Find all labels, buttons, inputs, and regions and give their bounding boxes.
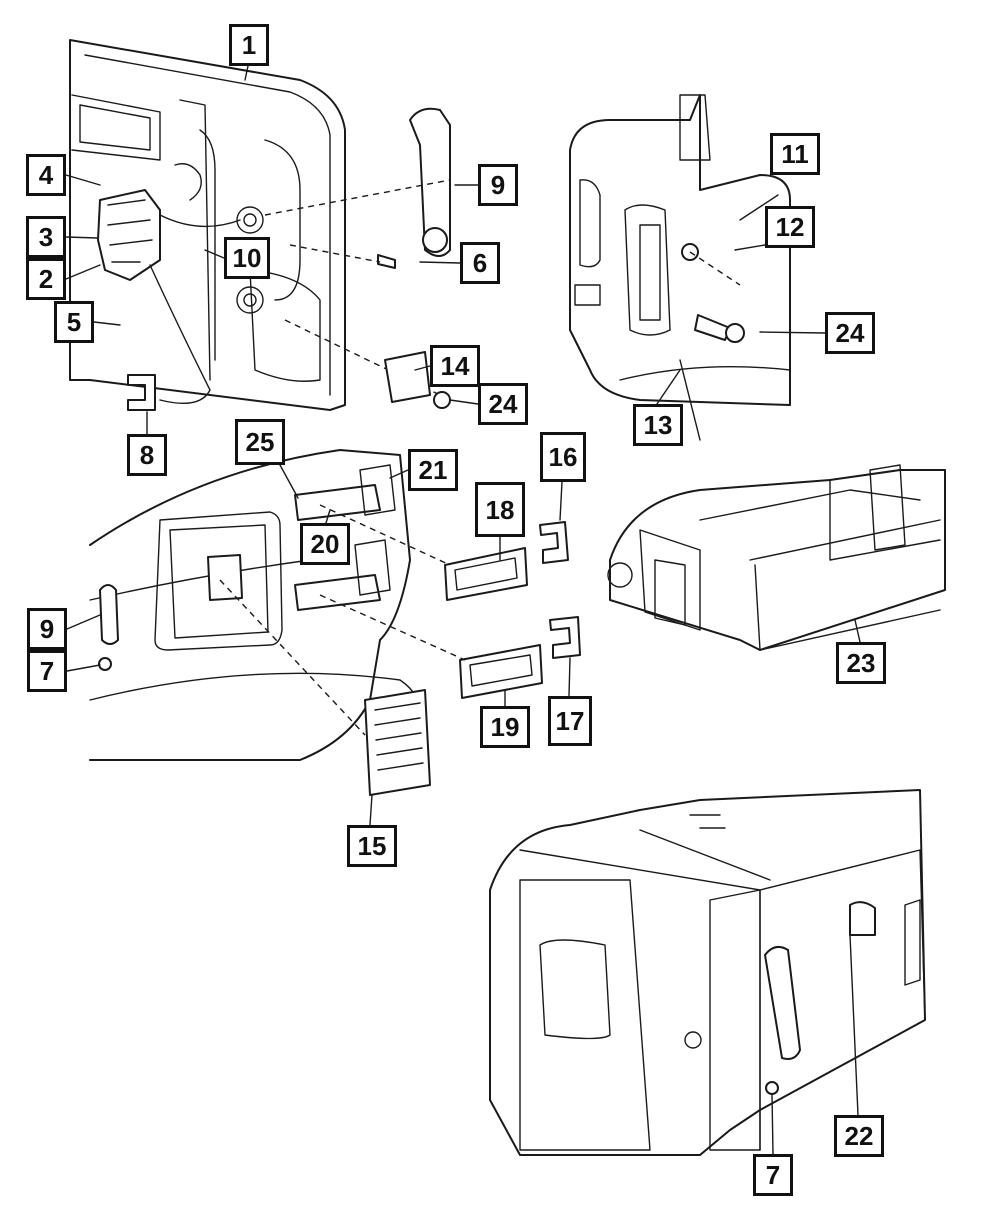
callout-4: 4 <box>26 154 66 196</box>
callout-7-left: 7 <box>27 650 67 692</box>
callout-1: 1 <box>229 24 269 66</box>
callout-19: 19 <box>480 706 530 748</box>
callout-8: 8 <box>127 434 167 476</box>
tailgate-open-drawing <box>489 789 926 1156</box>
callout-15: 15 <box>347 825 397 867</box>
callout-10: 10 <box>224 237 270 279</box>
callout-9-top: 9 <box>478 164 518 206</box>
callout-24-top-right: 24 <box>825 312 875 354</box>
callout-22: 22 <box>834 1115 884 1157</box>
body-striker-drawing <box>569 94 791 441</box>
callout-12: 12 <box>765 206 815 248</box>
callout-5: 5 <box>54 301 94 343</box>
callout-17: 17 <box>548 696 592 746</box>
callout-9-bottom: 9 <box>27 608 67 650</box>
callout-13: 13 <box>633 404 683 446</box>
callout-25: 25 <box>235 419 285 465</box>
callout-11: 11 <box>770 133 820 175</box>
callout-18: 18 <box>475 482 525 537</box>
callout-2: 2 <box>26 258 66 300</box>
callout-20: 20 <box>300 523 350 565</box>
callout-16: 16 <box>540 432 586 482</box>
callout-leader-lines <box>65 65 861 1155</box>
callout-21: 21 <box>408 449 458 491</box>
callout-24-top-left: 24 <box>478 383 528 425</box>
callout-3: 3 <box>26 216 66 258</box>
tailgate-panel-drawing <box>69 39 451 411</box>
rear-hinge-drawing <box>89 449 581 796</box>
callout-23: 23 <box>836 642 886 684</box>
callout-7-bottom: 7 <box>753 1154 793 1196</box>
callout-14: 14 <box>430 345 480 387</box>
callout-6: 6 <box>460 242 500 284</box>
cargo-floor-drawing <box>607 464 946 651</box>
